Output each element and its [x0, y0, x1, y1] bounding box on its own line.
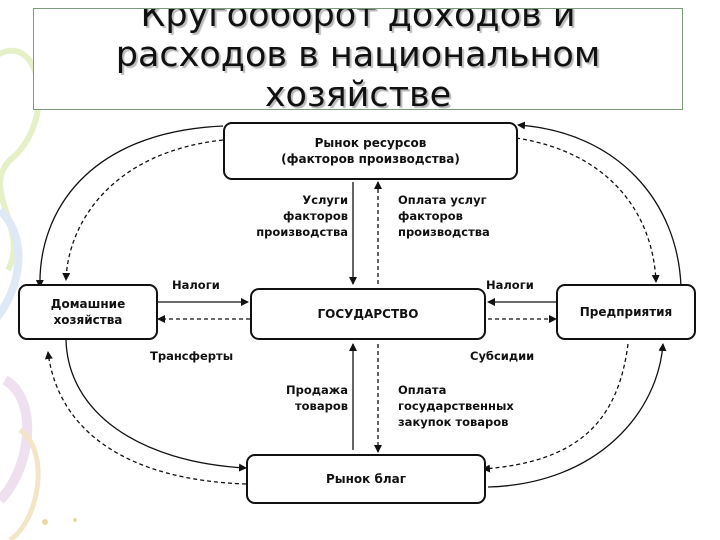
resource-market-box: Рынок ресурсов (факторов производства) [223, 122, 518, 180]
factor-payments-label: Оплата услуг факторов производства [398, 193, 490, 239]
flow-arrow [515, 137, 660, 283]
flow-arrow [487, 343, 667, 488]
slide-title-box: Кругооборот доходов и расходов в национа… [33, 8, 683, 110]
slide-title: Кругооборот доходов и расходов в национа… [34, 8, 682, 110]
goods-market-box: Рынок благ [246, 454, 486, 504]
firms-box: Предприятия [556, 284, 696, 340]
goods-sales-label: Продажа товаров [285, 383, 348, 413]
resource-market-label: Рынок ресурсов [314, 136, 427, 150]
flow-arrow [482, 343, 629, 473]
diagram-connectors [35, 121, 682, 488]
flow-arrow [65, 339, 247, 472]
flow-arrow [44, 351, 247, 485]
government-label: ГОСУДАРСТВО [317, 307, 419, 321]
flow-arrow [35, 125, 224, 288]
title-line: хозяйстве [264, 75, 452, 110]
government-box: ГОСУДАРСТВО [250, 288, 486, 340]
factor-services-label: Услуги факторов производства [256, 193, 348, 239]
households-label: Домашние [50, 297, 126, 311]
flow-arrow [62, 139, 224, 281]
flow-arrow [517, 121, 682, 288]
transfers-label: Трансферты [150, 349, 234, 363]
subsidies-label: Субсидии [470, 349, 535, 363]
title-line: расходов в национальном [115, 35, 601, 75]
taxes-right-label: Налоги [486, 278, 534, 292]
households-label: хозяйства [53, 313, 123, 327]
circular-flow-diagram: Рынок ресурсов (факторов производства) Д… [18, 112, 700, 524]
taxes-left-label: Налоги [172, 278, 220, 292]
goods-market-label: Рынок благ [325, 472, 407, 486]
households-box: Домашние хозяйства [18, 284, 158, 340]
firms-label: Предприятия [579, 305, 673, 319]
title-line: Кругооборот доходов и [140, 8, 576, 35]
resource-market-sublabel: (факторов производства) [281, 152, 460, 166]
gov-purchases-label: Оплата государственных закупок товаров [398, 383, 514, 429]
